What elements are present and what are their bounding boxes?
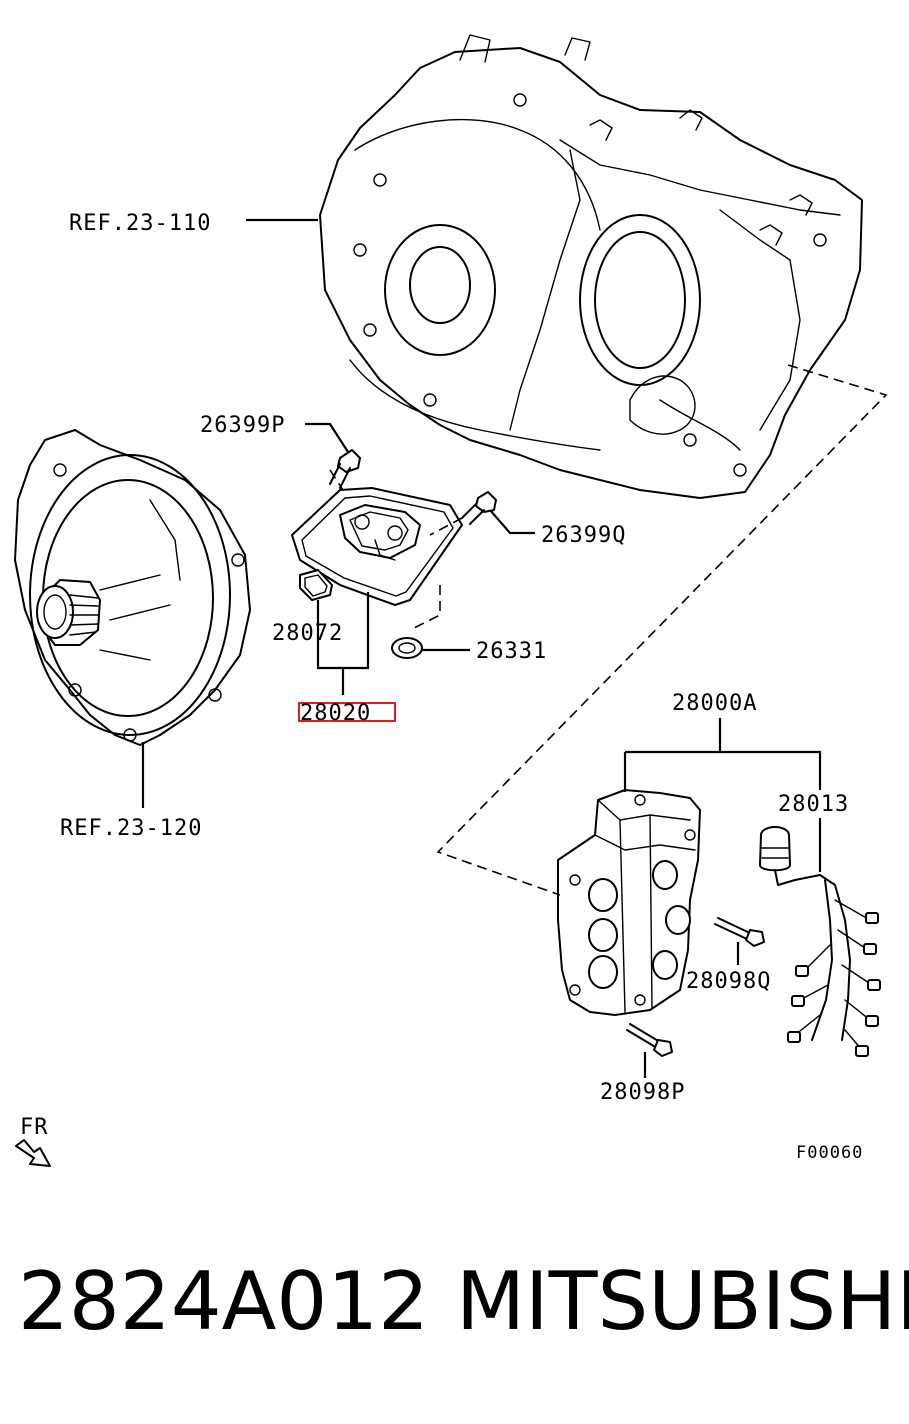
label-ref-23-110: REF.23-110 [69,211,211,236]
assembly-lines [329,364,888,896]
wiring-harness [759,826,881,1057]
oil-filter [291,487,463,606]
front-arrow-icon [15,1139,51,1167]
valve-body [557,789,701,1016]
label-28072: 28072 [272,621,343,646]
bolt-26399Q [461,491,497,525]
label-28000A: 28000A [672,691,757,716]
figure-code: F00060 [796,1143,863,1163]
label-fr: FR [20,1115,49,1140]
label-28013: 28013 [778,792,849,817]
transmission-case [319,34,863,499]
label-26399Q: 26399Q [541,523,626,548]
label-28098P: 28098P [600,1080,685,1105]
bolt-28098P [626,1023,673,1057]
label-26331: 26331 [476,639,547,664]
converter-housing [14,429,251,746]
highlight-28020 [298,702,396,722]
o-ring [391,637,423,659]
label-28098Q: 28098Q [686,969,771,994]
brand-caption: MITSUBISHI [456,1255,909,1348]
label-ref-23-120: REF.23-120 [60,816,202,841]
bolt-26399P [329,449,361,489]
leader-lines [141,218,822,1078]
bolt-28098Q [714,917,765,947]
part-number-caption: 2824A012 [18,1255,430,1348]
label-26399P: 26399P [200,413,285,438]
label-28020: 28020 [300,701,371,726]
gasket [299,569,333,601]
